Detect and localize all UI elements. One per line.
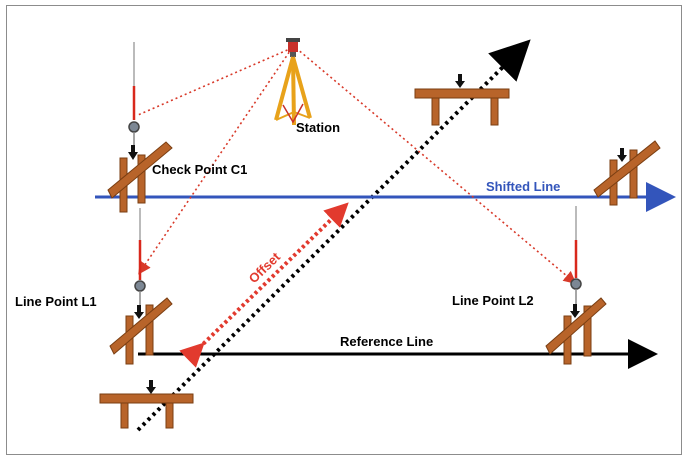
survey-prism-pole-icon	[134, 208, 146, 306]
line-point-2-label: Line Point L2	[452, 293, 534, 308]
sight-line-to-line-point-2	[295, 47, 577, 285]
down-arrow-marker-icon	[455, 81, 465, 88]
sight-lines	[137, 47, 577, 285]
batter-board-icon	[414, 74, 510, 126]
total-station-tripod-icon	[274, 38, 312, 126]
batter-board-icon	[545, 297, 607, 365]
line-point-1-label: Line Point L1	[15, 294, 97, 309]
station-label: Station	[296, 120, 340, 135]
down-arrow-marker-icon	[570, 311, 580, 318]
offset-label: Offset	[246, 249, 284, 286]
down-arrow-marker-icon	[128, 152, 138, 160]
offset-arrow	[179, 202, 349, 368]
sight-line-to-line-point-1	[138, 47, 293, 275]
check-point-label: Check Point C1	[152, 162, 247, 177]
survey-prism-pole-icon	[128, 42, 140, 148]
reference-line-label: Reference Line	[340, 334, 433, 349]
shifted-line-label: Shifted Line	[486, 179, 560, 194]
down-arrow-marker-icon	[134, 312, 144, 319]
batter-board-icon	[109, 297, 173, 365]
batter-board-icon	[99, 380, 194, 429]
batter-board-icon	[593, 140, 661, 206]
down-arrow-marker-icon	[617, 155, 627, 162]
batter-board-icon	[107, 141, 173, 213]
down-arrow-marker-icon	[146, 387, 156, 394]
survey-prism-pole-icon	[570, 206, 582, 304]
diagonal-dotted-line	[136, 39, 531, 432]
